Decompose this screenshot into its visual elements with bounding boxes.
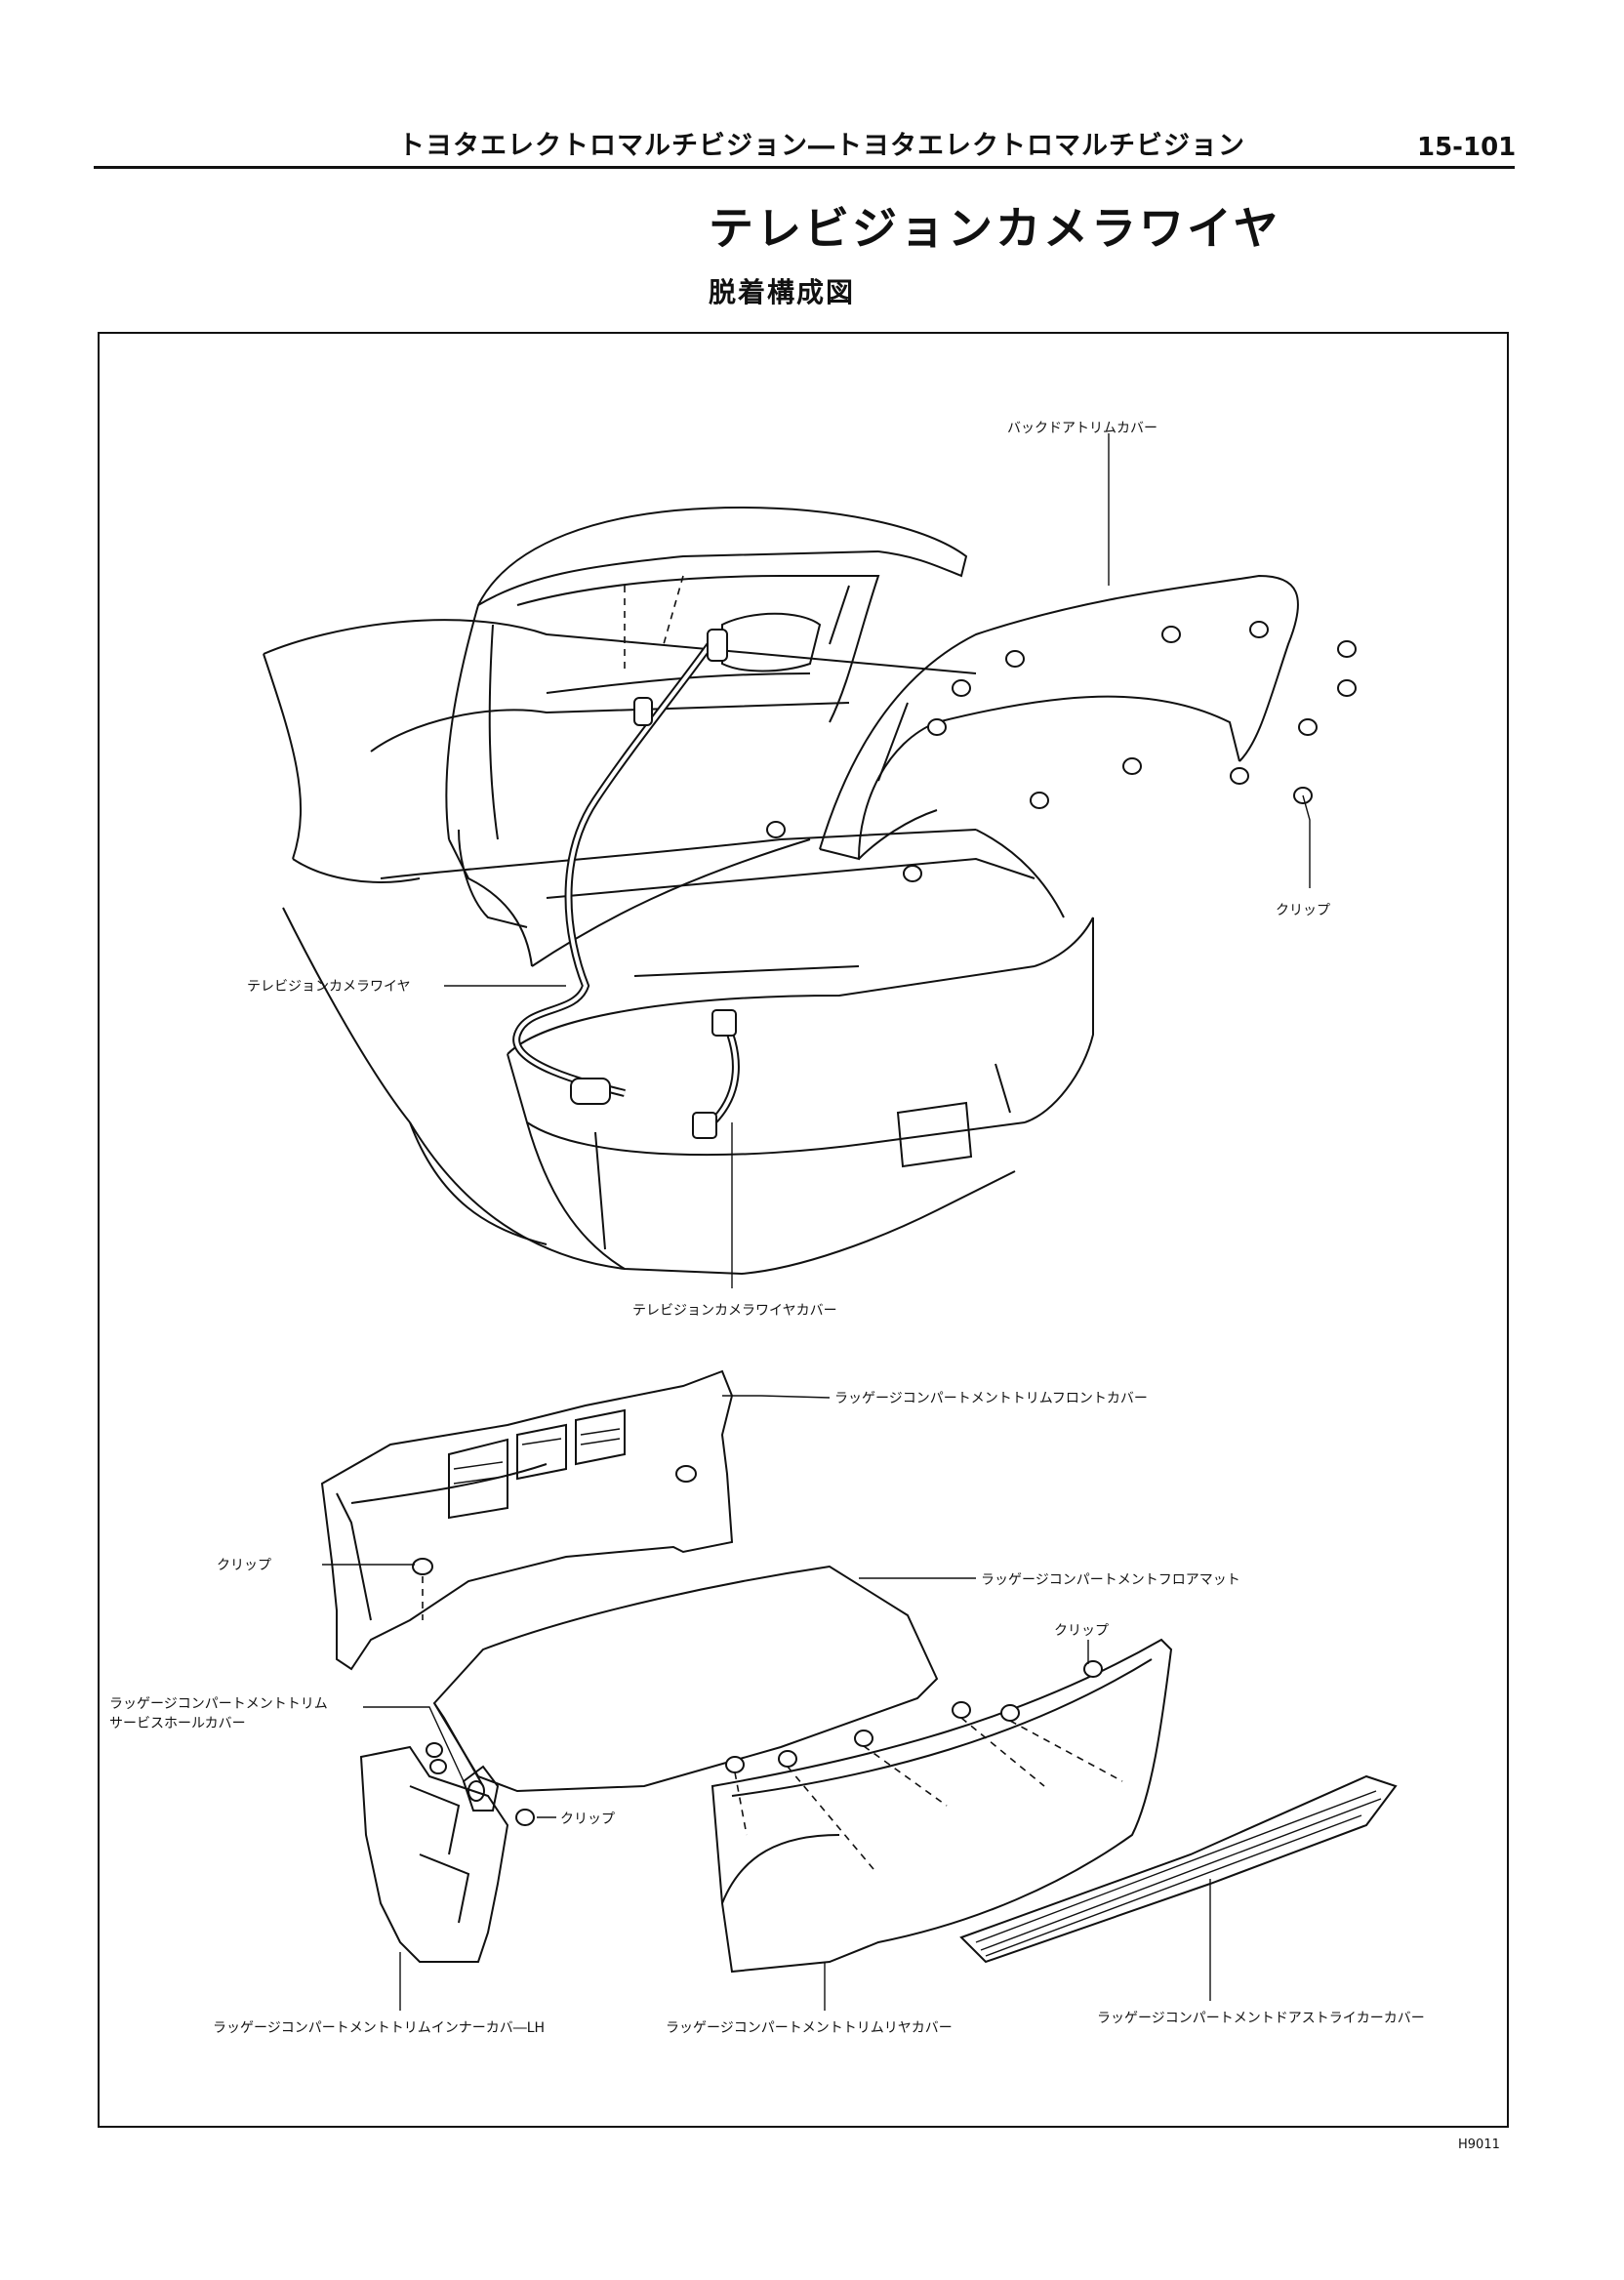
rear-cover-drawing xyxy=(710,1638,1173,1974)
front-cover-drawing xyxy=(320,1369,734,1671)
leader-clip-top xyxy=(1302,794,1311,888)
label-clip-top: クリップ xyxy=(1276,903,1330,918)
label-back-door-trim-cover: バックドアトリムカバー xyxy=(1007,421,1157,436)
striker-cover-drawing xyxy=(959,1774,1398,1964)
floor-mat-drawing xyxy=(432,1565,939,1793)
camera-wire xyxy=(512,575,740,1139)
label-inner-cover-lh: ラッゲージコンパートメントトリムインナーカバ―LH xyxy=(213,2020,546,2036)
back-door-trim-cover xyxy=(766,574,1357,882)
trim-clips xyxy=(766,621,1357,882)
car-body-drawing xyxy=(263,619,1094,1276)
label-clip-small: クリップ xyxy=(560,1812,615,1827)
leader-service-hole xyxy=(363,1706,465,1782)
label-service-hole-cover-line2: サービスホールカバー xyxy=(109,1716,246,1731)
label-service-hole-cover-line1: ラッゲージコンパートメントトリム xyxy=(109,1696,328,1712)
label-door-striker-cover: ラッゲージコンパートメントドアストライカーカバー xyxy=(1097,2011,1425,2026)
label-luggage-floor-mat: ラッゲージコンパートメントフロアマット xyxy=(981,1572,1240,1588)
section-title: テレビジョンカメラワイヤ xyxy=(709,202,1281,255)
header-title: トヨタエレクトロマルチビジョン―トヨタエレクトロマルチビジョン xyxy=(398,131,1245,161)
label-luggage-front-cover: ラッゲージコンパートメントトリムフロントカバー xyxy=(834,1391,1148,1406)
section-subtitle: 脱着構成図 xyxy=(709,276,856,308)
label-clip-left: クリップ xyxy=(217,1558,271,1573)
label-tv-camera-wire-cover: テレビジョンカメラワイヤカバー xyxy=(632,1303,837,1319)
page-number: 15-101 xyxy=(1417,133,1517,162)
header-rule xyxy=(94,166,1515,169)
diagram-frame xyxy=(98,332,1509,2128)
leader-front-cover xyxy=(722,1395,831,1399)
figure-code: H9011 xyxy=(1458,2138,1500,2152)
label-clip-right: クリップ xyxy=(1054,1623,1109,1639)
open-back-door xyxy=(445,506,968,967)
inner-cover-lh-drawing xyxy=(359,1742,535,1963)
label-rear-cover: ラッゲージコンパートメントトリムリヤカバー xyxy=(666,2020,953,2036)
label-tv-camera-wire: テレビジョンカメラワイヤ xyxy=(247,979,411,995)
